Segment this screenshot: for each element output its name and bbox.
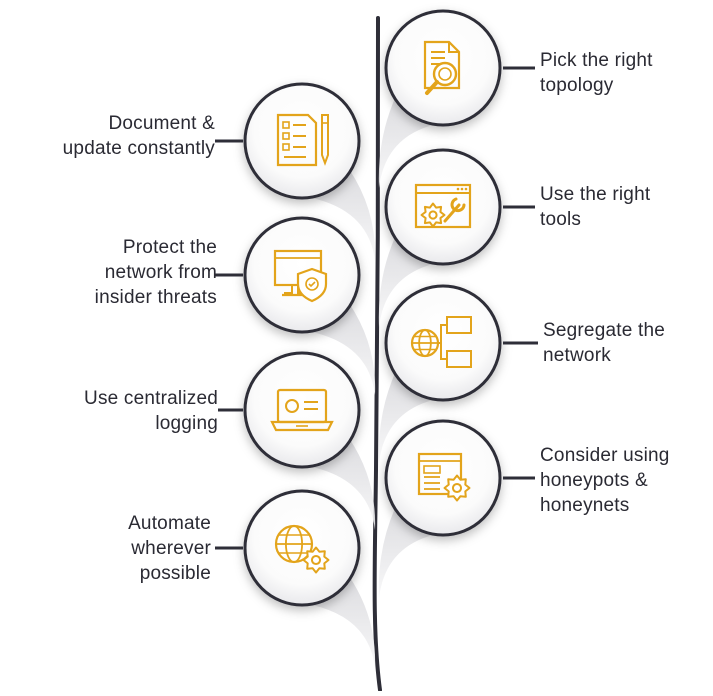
node-label-line: Use the right: [540, 184, 651, 205]
node-7: [378, 419, 502, 598]
node-label-line: Automate: [128, 513, 211, 534]
node-label-7: Consider using honeypots & honeynets: [540, 443, 710, 518]
node-3: [378, 148, 502, 327]
node-label-line: update constantly: [62, 138, 215, 159]
node-label-line: tools: [540, 209, 582, 230]
node-1: [378, 9, 502, 188]
checklist-pencil-icon: [276, 113, 329, 167]
browser-wrench-gear-icon: [414, 183, 472, 229]
node-label-line: Consider using: [540, 445, 670, 466]
node-label-8: Automate wherever possible: [60, 511, 211, 586]
monitor-shield-icon: [273, 249, 328, 303]
globe-network-icon: [410, 316, 472, 368]
node-circle: [243, 351, 361, 469]
node-6: [243, 351, 376, 530]
node-label-5: Segregate the network: [543, 318, 708, 368]
node-label-line: possible: [139, 563, 211, 584]
node-label-line: Pick the right: [540, 50, 653, 71]
node-label-line: insider threats: [94, 287, 217, 308]
node-label-line: Use centralized: [84, 388, 218, 409]
node-label-line: honeynets: [540, 495, 630, 516]
node-label-line: Segregate the: [543, 320, 665, 341]
node-label-6: Use centralized logging: [40, 386, 218, 436]
node-circle: [243, 82, 361, 200]
document-magnifier-icon: [423, 40, 461, 95]
node-4: [243, 216, 376, 395]
globe-gear-icon: [274, 524, 330, 574]
node-circle: [384, 284, 502, 402]
browser-gear-icon: [417, 452, 471, 502]
node-circle: [384, 419, 502, 537]
node-label-line: topology: [540, 75, 614, 96]
node-label-line: network from: [104, 262, 217, 283]
node-label-line: Document &: [108, 113, 215, 134]
node-label-line: honeypots &: [540, 470, 648, 491]
node-circle: [384, 148, 502, 266]
node-label-line: logging: [155, 413, 218, 434]
tree-stem: [372, 16, 382, 692]
node-label-4: Protect the network from insider threats: [40, 235, 217, 310]
node-label-line: Protect the: [122, 237, 217, 258]
node-5: [378, 284, 502, 463]
node-label-3: Use the right tools: [540, 182, 710, 232]
node-label-2: Document & update constantly: [60, 111, 215, 161]
node-label-1: Pick the right topology: [540, 48, 710, 98]
node-2: [243, 82, 376, 261]
laptop-logging-icon: [270, 388, 334, 432]
node-label-line: wherever: [131, 538, 211, 559]
node-label-line: network: [543, 345, 611, 366]
node-8: [243, 489, 376, 668]
